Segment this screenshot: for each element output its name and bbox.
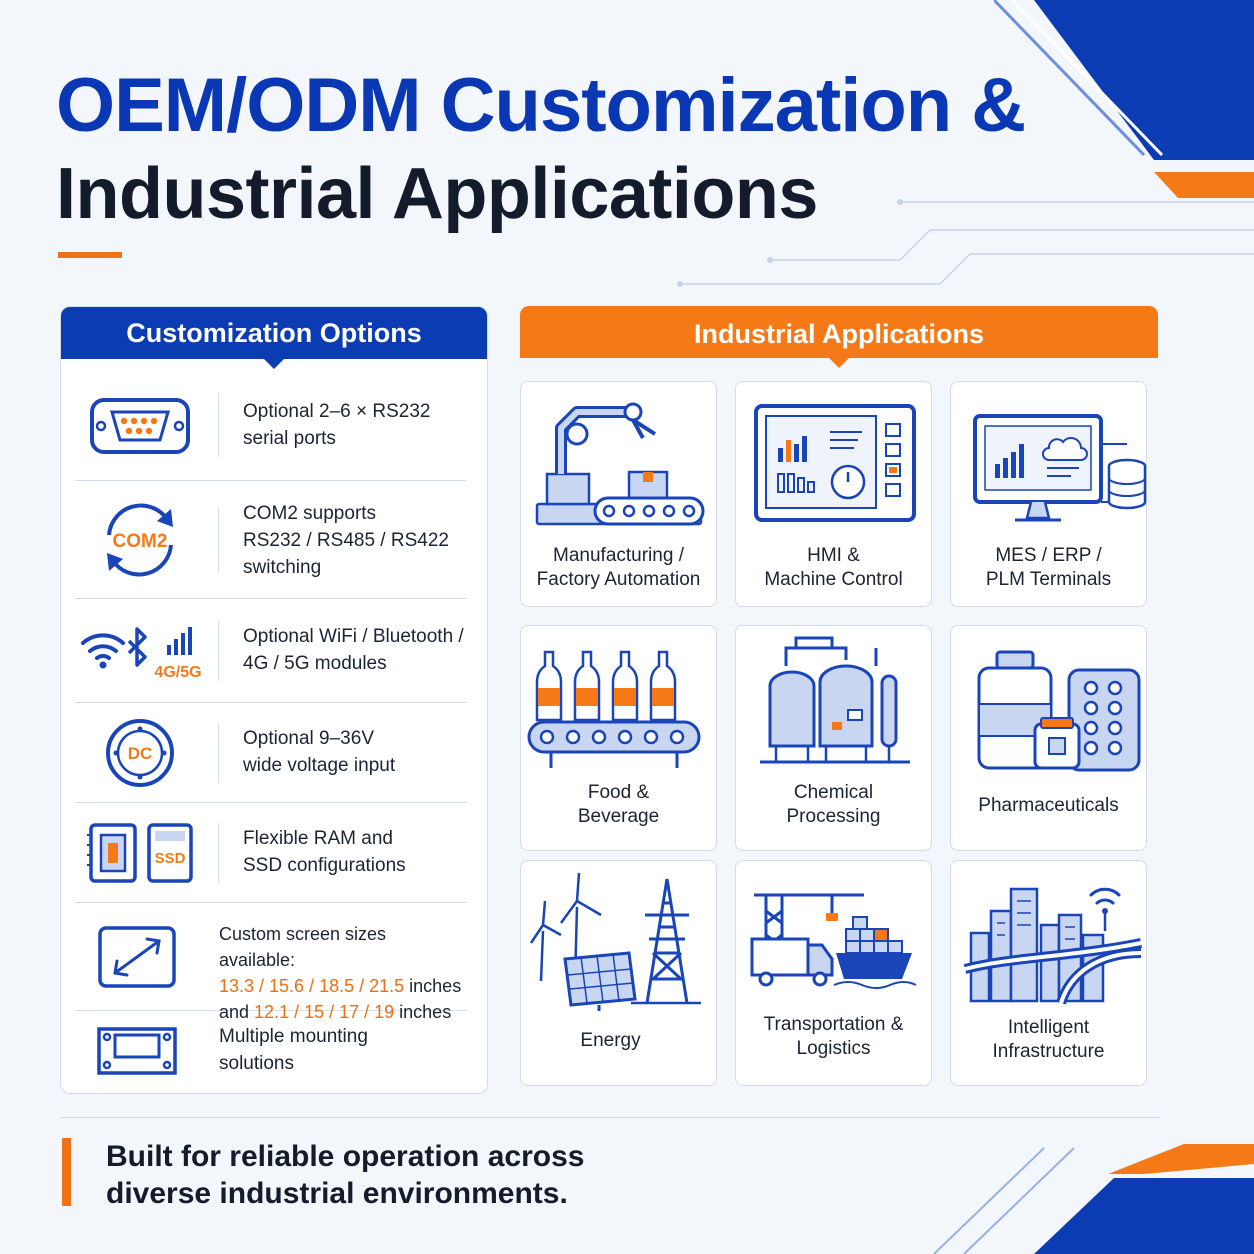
pharma-icon	[977, 650, 1141, 772]
logistics-icon	[750, 893, 917, 989]
option-mounting-text: Multiple mounting solutions	[219, 1026, 368, 1074]
app-tile-manufacturing: Manufacturing / Factory Automation	[520, 381, 717, 607]
app-tile-chemical: Chemical Processing	[735, 625, 932, 851]
hmi-panel-icon	[754, 404, 916, 522]
app-label-energy: Energy	[580, 1030, 641, 1051]
title-line-1: OEM/ODM Customization &	[56, 63, 1026, 148]
serial-port-icon	[85, 371, 195, 481]
corner-decoration-bottom	[933, 1144, 1254, 1254]
screen-size-icon	[85, 903, 189, 1011]
dc-power-icon: DC	[85, 703, 195, 803]
robot-arm-icon	[535, 402, 705, 526]
svg-text:DC: DC	[128, 744, 153, 763]
mes-terminal-icon	[973, 414, 1147, 522]
app-tile-pharmaceuticals: Pharmaceuticals	[950, 625, 1147, 851]
app-tile-hmi: HMI & Machine Control	[735, 381, 932, 607]
bottling-line-icon	[527, 650, 701, 768]
screen-sizes-secondary: 12.1 / 15 / 17 / 19	[254, 1002, 395, 1022]
option-mounting: Multiple mounting solutions	[75, 1011, 467, 1091]
app-label-food-beverage: Food & Beverage	[577, 782, 660, 827]
option-serial-ports-text: Optional 2–6 × RS232 serial ports	[243, 401, 431, 449]
industrial-applications-header: Industrial Applications	[520, 306, 1158, 368]
svg-text:SSD: SSD	[155, 850, 186, 867]
option-serial-ports: Optional 2–6 × RS232 serial ports	[75, 371, 467, 481]
app-tile-logistics: Transportation & Logistics	[735, 860, 932, 1086]
industrial-applications-title: Industrial Applications	[693, 319, 985, 349]
app-tile-food-beverage: Food & Beverage	[520, 625, 717, 851]
wireless-icon: 4G/5G	[79, 599, 203, 703]
app-tile-energy: Energy	[520, 860, 717, 1086]
option-voltage-text: Optional 9–36V wide voltage input	[243, 728, 396, 776]
option-com2-text: COM2 supports RS232 / RS485 / RS422 swit…	[243, 503, 449, 578]
app-label-pharmaceuticals: Pharmaceuticals	[978, 795, 1119, 816]
page-title: OEM/ODM Customization & Industrial Appli…	[56, 68, 1026, 234]
footer-separator	[60, 1117, 1160, 1118]
option-ram-ssd: SSD Flexible RAM and SSD configurations	[75, 803, 467, 903]
option-ram-ssd-text: Flexible RAM and SSD configurations	[243, 828, 406, 876]
ram-ssd-icon: SSD	[85, 803, 195, 903]
app-label-mes: MES / ERP / PLM Terminals	[985, 545, 1112, 590]
option-screen-sizes: Custom screen sizes available: 13.3 / 15…	[75, 903, 467, 1022]
customization-options-panel: Customization Options Optional 2–6 × RS2…	[60, 306, 488, 1094]
option-com2-switching: COM2 COM2 supports RS232 / RS485 / RS422…	[75, 481, 467, 599]
option-wireless-text: Optional WiFi / Bluetooth / 4G / 5G modu…	[243, 626, 464, 674]
customization-options-title: Customization Options	[126, 318, 422, 348]
app-tile-infrastructure: Intelligent Infrastructure	[950, 860, 1147, 1086]
circuit-lines-decoration	[677, 199, 1254, 287]
svg-text:4G/5G: 4G/5G	[154, 664, 201, 681]
mounting-icon	[85, 1011, 189, 1091]
energy-icon	[529, 872, 701, 1011]
app-label-manufacturing: Manufacturing / Factory Automation	[536, 545, 701, 590]
chemical-tanks-icon	[760, 636, 910, 764]
title-underline	[58, 252, 122, 258]
customization-options-header: Customization Options	[61, 307, 487, 369]
app-label-chemical: Chemical Processing	[786, 782, 881, 827]
corner-decoration	[994, 0, 1254, 198]
footer-tagline: Built for reliable operation across dive…	[106, 1140, 585, 1210]
option-screen-text: Custom screen sizes available: 13.3 / 15…	[219, 924, 462, 1022]
app-tile-mes: MES / ERP / PLM Terminals	[950, 381, 1147, 607]
option-wide-voltage: DC Optional 9–36V wide voltage input	[75, 703, 467, 803]
option-wireless-modules: 4G/5G Optional WiFi / Bluetooth / 4G / 5…	[75, 599, 467, 703]
app-label-logistics: Transportation & Logistics	[763, 1014, 904, 1059]
app-label-infrastructure: Intelligent Infrastructure	[992, 1017, 1105, 1062]
smart-city-icon	[963, 887, 1142, 1005]
title-line-2: Industrial Applications	[56, 154, 818, 234]
com2-switch-icon: COM2	[85, 481, 195, 599]
svg-text:COM2: COM2	[113, 531, 168, 552]
screen-sizes-primary: 13.3 / 15.6 / 18.5 / 21.5	[219, 976, 405, 996]
footer-accent-bar	[62, 1138, 71, 1206]
app-label-hmi: HMI & Machine Control	[764, 545, 903, 590]
